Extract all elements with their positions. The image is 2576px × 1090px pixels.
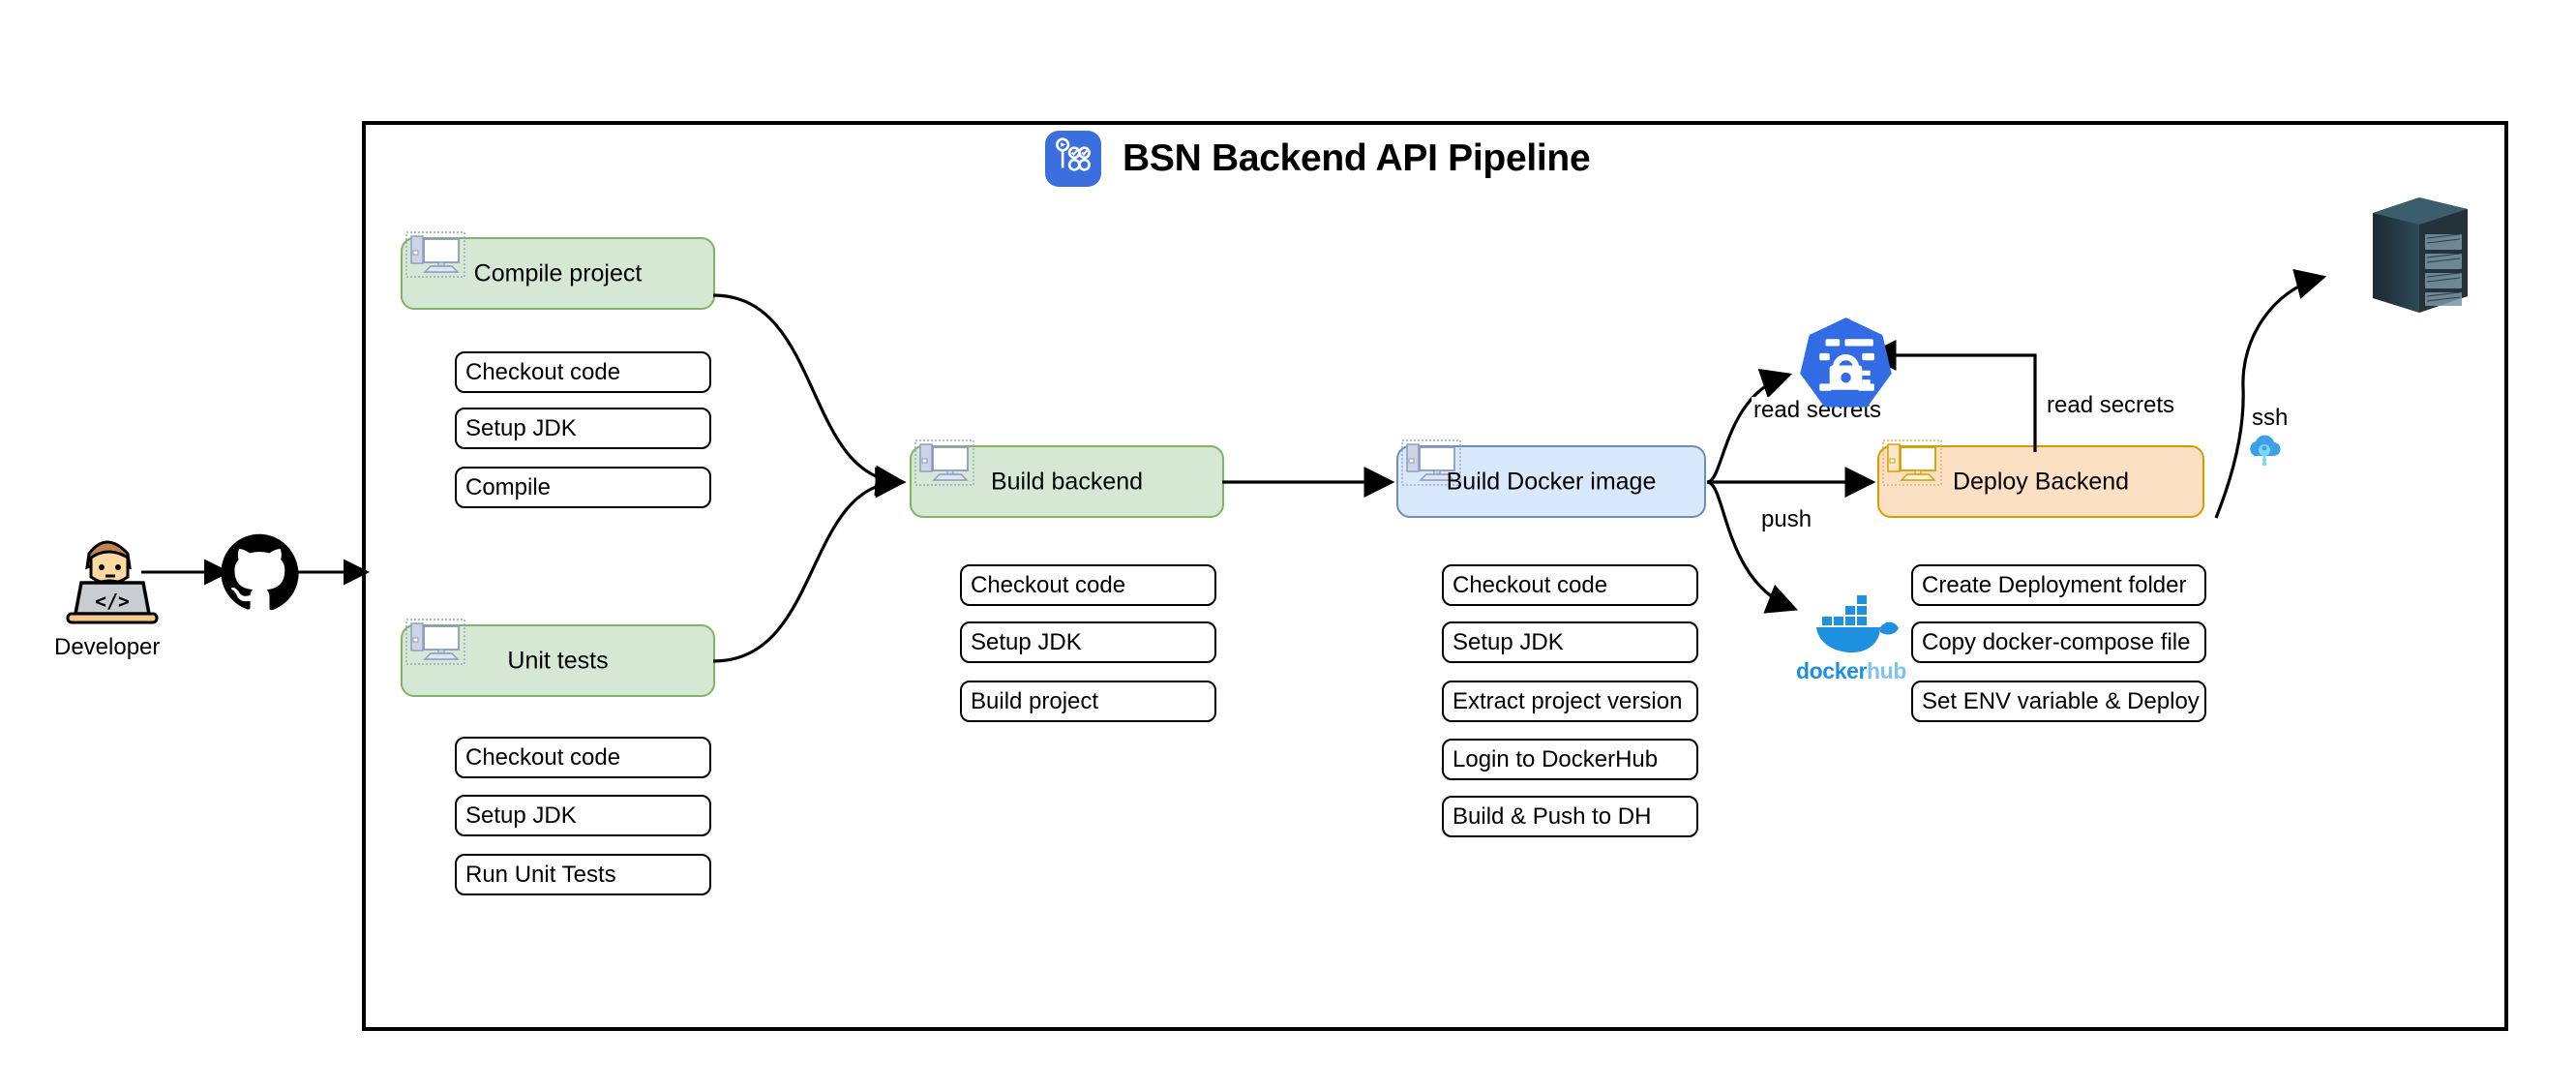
computer-icon bbox=[1882, 439, 1942, 486]
kubernetes-secret-icon bbox=[1800, 318, 1892, 408]
developer-label: Developer bbox=[54, 634, 161, 660]
computer-icon bbox=[405, 619, 465, 665]
stage-label: Compile project bbox=[473, 259, 643, 287]
step-box[interactable]: Setup JDK bbox=[960, 621, 1216, 663]
step-box[interactable]: Checkout code bbox=[1442, 564, 1698, 606]
pipeline-icon bbox=[1045, 131, 1101, 187]
computer-icon bbox=[914, 439, 974, 486]
edge-label-push: push bbox=[1759, 506, 1814, 533]
step-box[interactable]: Copy docker-compose file bbox=[1911, 621, 2206, 663]
edge-deploy-ssh-to-server bbox=[2214, 268, 2327, 519]
step-box[interactable]: Build project bbox=[960, 681, 1216, 722]
edge-github-to-pipeline bbox=[298, 559, 370, 586]
step-box[interactable]: Extract project version bbox=[1442, 681, 1698, 722]
computer-icon bbox=[1401, 439, 1461, 486]
stage-label: Deploy Backend bbox=[1952, 468, 2130, 495]
step-box[interactable]: Setup JDK bbox=[455, 795, 711, 836]
step-box[interactable]: Set ENV variable & Deploy bbox=[1911, 681, 2206, 722]
step-box[interactable]: Compile bbox=[455, 467, 711, 508]
server-rack-icon bbox=[2373, 197, 2468, 313]
edge-build-to-docker bbox=[1222, 467, 1395, 498]
edge-compile-to-build bbox=[712, 293, 907, 497]
dockerhub-label: dockerhub bbox=[1796, 658, 1906, 684]
step-box[interactable]: Create Deployment folder bbox=[1911, 564, 2206, 606]
step-box[interactable]: Checkout code bbox=[455, 737, 711, 778]
edge-deploy-read-secrets bbox=[1865, 340, 2037, 452]
stage-node-compile-project[interactable]: Compile project bbox=[401, 231, 715, 310]
step-box[interactable]: Setup JDK bbox=[455, 408, 711, 449]
svg-text:</>: </> bbox=[95, 590, 130, 613]
step-box[interactable]: Login to DockerHub bbox=[1442, 739, 1698, 780]
ssh-key-cloud-icon bbox=[2250, 435, 2281, 466]
computer-icon bbox=[405, 231, 465, 278]
developer-at-laptop-icon: </> bbox=[66, 540, 159, 624]
stage-node-build-docker-image[interactable]: Build Docker image bbox=[1396, 439, 1706, 518]
page-title: BSN Backend API Pipeline bbox=[1123, 137, 1591, 179]
stage-label: Build backend bbox=[990, 468, 1144, 495]
edge-docker-branch bbox=[1706, 368, 1876, 614]
pipeline-frame bbox=[362, 121, 2508, 1031]
step-box[interactable]: Build & Push to DH bbox=[1442, 796, 1698, 837]
edge-developer-to-github bbox=[141, 559, 230, 586]
step-box[interactable]: Checkout code bbox=[455, 351, 711, 393]
stage-node-deploy-backend[interactable]: Deploy Backend bbox=[1877, 439, 2204, 518]
edge-unittests-to-build bbox=[712, 467, 907, 663]
stage-node-build-backend[interactable]: Build backend bbox=[910, 439, 1224, 518]
edge-label-read-secrets-right: read secrets bbox=[2045, 392, 2177, 419]
step-box[interactable]: Checkout code bbox=[960, 564, 1216, 606]
step-box[interactable]: Setup JDK bbox=[1442, 621, 1698, 663]
stage-node-unit-tests[interactable]: Unit tests bbox=[401, 619, 715, 697]
stage-label: Build Docker image bbox=[1446, 468, 1657, 495]
github-icon bbox=[221, 533, 299, 611]
pipeline-title-group: BSN Backend API Pipeline bbox=[1045, 131, 1591, 187]
dockerhub-label-docker: docker bbox=[1796, 658, 1868, 683]
stage-label: Unit tests bbox=[507, 647, 609, 674]
dockerhub-whale-icon bbox=[1816, 595, 1899, 652]
edge-label-ssh: ssh bbox=[2250, 405, 2291, 432]
dockerhub-label-hub: hub bbox=[1867, 658, 1906, 683]
step-box[interactable]: Run Unit Tests bbox=[455, 854, 711, 895]
